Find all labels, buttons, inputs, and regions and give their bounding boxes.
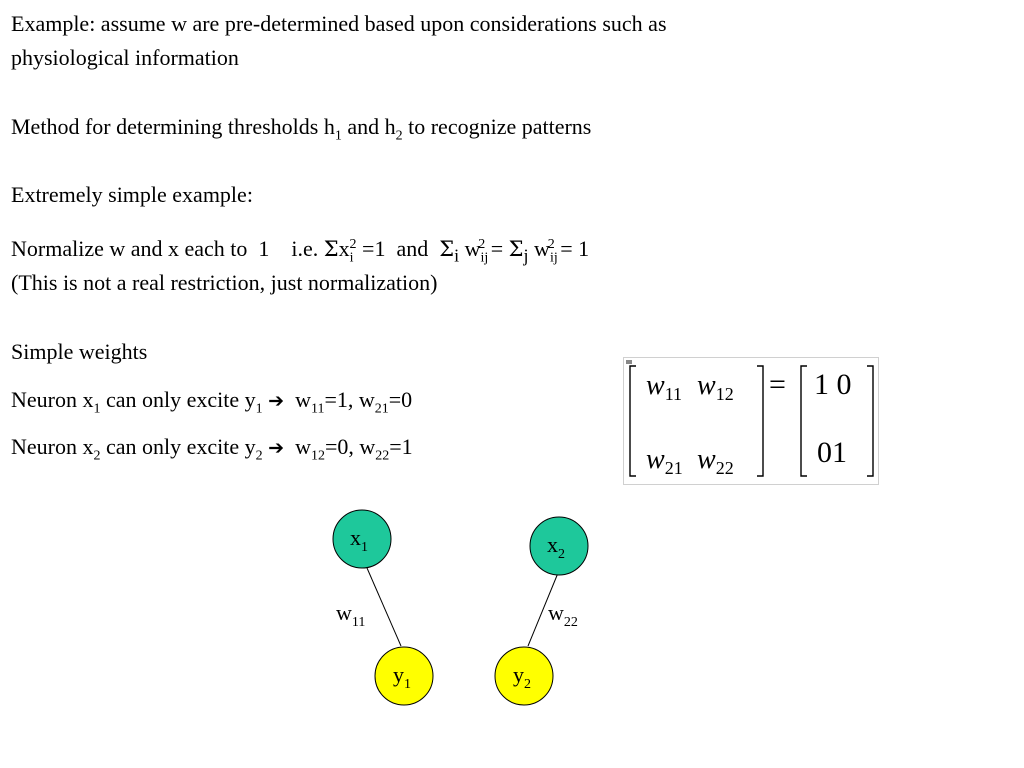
w-var-2: w [528, 236, 550, 261]
x-sup: 2 [349, 236, 357, 252]
left-bracket-close [757, 365, 764, 477]
x-sub: i [349, 250, 354, 266]
normalize-line: Normalize w and x each to 1 i.e. Σxi2 =1… [11, 236, 590, 266]
edge-x2-y2 [527, 572, 559, 647]
sigma-i-symbol: Σ [439, 237, 455, 261]
sigma-j-symbol: Σ [508, 237, 524, 261]
not-restriction-line: (This is not a real restriction, just no… [11, 270, 438, 295]
node-y1-circle [374, 646, 434, 706]
n2-wa-sub: 12 [310, 448, 325, 464]
node-x2-circle [529, 516, 589, 576]
node-x1: x1 [332, 509, 392, 569]
sigma-symbol: Σ [323, 237, 339, 261]
extremely-simple-heading: Extremely simple example: [11, 182, 253, 207]
node-y2-label: y2 [513, 662, 531, 692]
n1-pre: Neuron x [11, 387, 94, 412]
matrix-w-22: w22 [697, 444, 734, 478]
w2-sup: 2 [547, 236, 555, 252]
matrix-row-1: 1 0 [814, 368, 852, 401]
eq-1: =1 and [356, 236, 440, 261]
n2-y-sub: 2 [255, 448, 263, 464]
n1-wb-val: =0 [388, 387, 413, 412]
n1-wa: w [284, 387, 311, 412]
node-x2-label: x2 [547, 532, 565, 562]
node-x2: x2 [529, 516, 589, 576]
n2-pre: Neuron x [11, 434, 94, 459]
n2-wa-val: =0, w [324, 434, 376, 459]
node-y1-label: y1 [393, 662, 411, 692]
node-y2: y2 [494, 646, 554, 706]
node-y2-circle [494, 646, 554, 706]
n2-wb-sub: 22 [375, 448, 390, 464]
sigma-i-sub: i [454, 245, 460, 266]
arrow-right-icon: ➔ [268, 437, 285, 459]
edge-label-w11: w11 [336, 600, 365, 630]
n1-wa-val: =1, w [324, 387, 375, 412]
w-var-1: w [459, 236, 481, 261]
matrix-equals: = [769, 368, 786, 401]
normalize-pre: Normalize w and x each to 1 i.e. [11, 236, 324, 261]
matrix-w-11: w11 [646, 370, 682, 404]
w1-sub: ij [480, 250, 489, 266]
node-x1-label: x1 [350, 525, 368, 555]
neuron-2-line: Neuron x2 can only excite y2 ➔ w12=0, w2… [11, 434, 413, 464]
matrix-corner-mark [626, 360, 632, 364]
node-y1: y1 [374, 646, 434, 706]
eq-2: = [485, 236, 509, 261]
method-sub-1: 1 [334, 128, 342, 144]
n2-wb-val: =1 [389, 434, 413, 459]
w2-sub: ij [549, 250, 558, 266]
n1-wa-sub: 11 [310, 401, 325, 417]
n1-wb-sub: 21 [374, 401, 389, 417]
neuron-1-line: Neuron x1 can only excite y1 ➔ w11=1, w2… [11, 387, 413, 417]
method-post: to recognize patterns [402, 114, 592, 139]
n1-mid: can only excite y [100, 387, 256, 412]
sigma-j-sub: j [523, 245, 529, 266]
matrix-row-2: 01 [817, 436, 847, 469]
edge-x1-y1 [366, 567, 402, 647]
eq-3: = 1 [554, 236, 590, 261]
intro-line-1: Example: assume w are pre-determined bas… [11, 11, 667, 36]
method-line: Method for determining thresholds h1 and… [11, 114, 592, 144]
n1-y-sub: 1 [255, 401, 263, 417]
x-var: x [338, 236, 350, 261]
n2-wa: w [284, 434, 311, 459]
arrow-right-icon: ➔ [268, 390, 285, 412]
w1-sup: 2 [478, 236, 486, 252]
method-sub-2: 2 [395, 128, 403, 144]
right-bracket-open [800, 365, 807, 477]
method-mid: and h [341, 114, 396, 139]
left-bracket-open [629, 365, 636, 477]
node-x1-circle [332, 509, 392, 569]
n1-x-sub: 1 [93, 401, 101, 417]
intro-line-2: physiological information [11, 45, 239, 70]
n2-x-sub: 2 [93, 448, 101, 464]
right-bracket-close [867, 365, 874, 477]
matrix-w-21: w21 [646, 444, 683, 478]
edge-label-w22: w22 [548, 600, 578, 630]
n2-mid: can only excite y [100, 434, 256, 459]
simple-weights-heading: Simple weights [11, 339, 148, 364]
weight-matrix-equation: w11 w12 w21 w22 = 1 0 01 [623, 357, 879, 485]
matrix-w-12: w12 [697, 370, 734, 404]
method-pre: Method for determining thresholds h [11, 114, 335, 139]
